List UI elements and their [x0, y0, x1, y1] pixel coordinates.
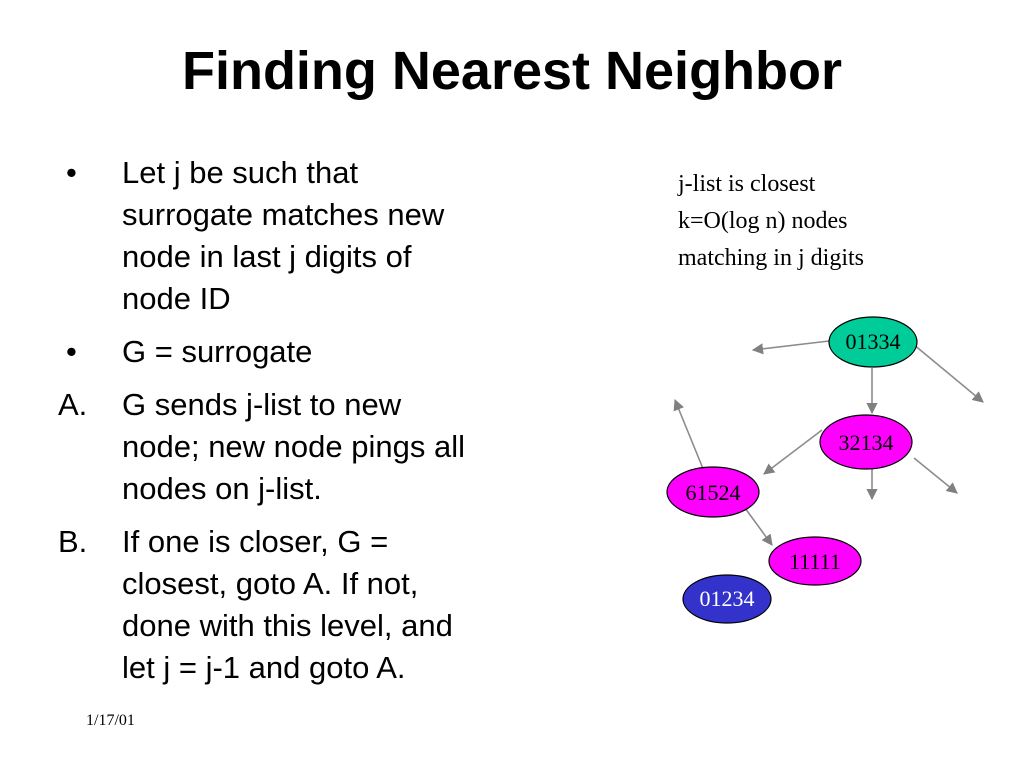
- edge-arrow: [913, 457, 958, 494]
- jlist-annotation: j-list is closest k=O(log n) nodes match…: [678, 166, 864, 277]
- bullet-line: node ID: [122, 281, 231, 316]
- node-label: 01334: [846, 329, 901, 354]
- bullet-marker: B.: [58, 524, 88, 559]
- bullet-item: B. If one is closer, G = closest, goto A…: [58, 521, 588, 689]
- bullet-item: • Let j be such that surrogate matches n…: [58, 152, 588, 320]
- node-ellipse: [666, 466, 760, 518]
- node-label: 61524: [686, 480, 741, 505]
- node-ellipse: [819, 414, 913, 470]
- footer-date: 1/17/01: [86, 712, 135, 729]
- bullet-text: If one is closer, G = closest, goto A. I…: [122, 521, 588, 689]
- annotation-line: j-list is closest: [678, 171, 816, 197]
- edge-arrow: [673, 398, 707, 477]
- annotation-line: k=O(log n) nodes: [678, 208, 848, 234]
- bullet-item: • G = surrogate: [58, 331, 588, 373]
- bullet-text: G sends j-list to new node; new node pin…: [122, 384, 588, 510]
- bullet-line: node; new node pings all: [122, 429, 465, 464]
- node-ellipse: [768, 536, 862, 586]
- node-32134: 32134: [819, 414, 913, 470]
- bullet-marker: •: [66, 334, 77, 369]
- bullet-line: surrogate matches new: [122, 197, 445, 232]
- node-ellipse: [682, 574, 772, 624]
- edge-arrow: [744, 507, 773, 546]
- bullet-list: • Let j be such that surrogate matches n…: [58, 152, 588, 700]
- bullet-line: G sends j-list to new: [122, 387, 402, 422]
- bullet-line: closest, goto A. If not,: [122, 566, 419, 601]
- edge-arrow: [912, 343, 984, 403]
- slide-title: Finding Nearest Neighbor: [181, 41, 843, 101]
- bullet-line: Let j be such that: [122, 155, 359, 190]
- edge-arrow: [763, 429, 823, 475]
- node-label: 32134: [839, 430, 894, 455]
- node-01234: 01234: [682, 574, 772, 624]
- node-11111: 11111: [768, 536, 862, 586]
- bullet-text: G = surrogate: [122, 331, 588, 373]
- annotation-line: matching in j digits: [678, 245, 864, 271]
- bullet-marker: •: [66, 155, 77, 190]
- bullet-text: Let j be such that surrogate matches new…: [122, 152, 588, 320]
- node-ellipse: [828, 316, 918, 368]
- bullet-line: nodes on j-list.: [122, 471, 322, 506]
- bullet-line: G = surrogate: [122, 334, 313, 369]
- bullet-marker: A.: [58, 387, 88, 422]
- bullet-line: If one is closer, G =: [122, 524, 389, 559]
- node-label: 01234: [700, 586, 755, 611]
- bullet-line: let j = j-1 and goto A.: [122, 650, 406, 685]
- edge-arrow: [751, 340, 830, 355]
- node-61524: 61524: [666, 466, 760, 518]
- node-label: 11111: [789, 549, 841, 574]
- node-01334: 01334: [828, 316, 918, 368]
- bullet-line: done with this level, and: [122, 608, 453, 643]
- bullet-item: A. G sends j-list to new node; new node …: [58, 384, 588, 510]
- bullet-line: node in last j digits of: [122, 239, 412, 274]
